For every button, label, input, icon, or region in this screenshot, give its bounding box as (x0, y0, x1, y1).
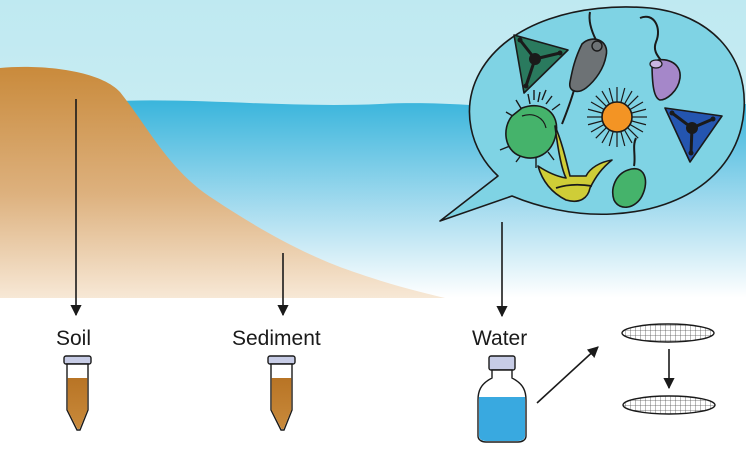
radiolarian-spine (608, 87, 614, 104)
sample-tube-icon (63, 355, 92, 431)
dinoflagellate-icon (537, 125, 613, 203)
radiolarian-spine (623, 90, 633, 106)
ciliate-icon (499, 89, 561, 168)
sediment-label: Sediment (232, 327, 321, 350)
radiolarian-spine (630, 120, 647, 126)
radiolarian-spine (623, 128, 633, 144)
ground-white (0, 298, 746, 450)
radiolarian-spine (630, 108, 647, 114)
filter-membrane-sample-icon (622, 395, 716, 415)
sample-tube-sediment-icon (267, 355, 296, 431)
water-label: Water (472, 327, 528, 350)
water-bottle-icon (477, 355, 527, 443)
amoeba-icon (561, 11, 608, 125)
filter-membrane-icon (621, 323, 715, 343)
diatom-blue-icon (664, 107, 723, 163)
radiolarian-spine (587, 120, 604, 126)
radiolarian-spine (590, 123, 606, 133)
radiolarian-spine (601, 128, 611, 144)
radiolarian-spine (595, 126, 608, 139)
filter-arrow (536, 346, 599, 404)
radiolarian-icon (587, 87, 647, 147)
soil-shore (0, 66, 445, 298)
radiolarian-spine (608, 130, 614, 147)
radiolarian-spine (620, 87, 626, 104)
radiolarian-spine (601, 90, 611, 106)
soil-label: Soil (56, 327, 92, 350)
radiolarian-spine (626, 126, 639, 139)
radiolarian-spine (628, 101, 644, 111)
flagellate-icon (639, 15, 681, 101)
radiolarian-spine (628, 123, 644, 133)
diatom-icon (513, 34, 569, 94)
radiolarian-spine (620, 130, 626, 147)
radiolarian-spine (587, 108, 604, 114)
radiolarian-spine (595, 95, 608, 108)
euglena-icon (612, 137, 647, 208)
radiolarian-spine (590, 101, 606, 111)
radiolarian-spine (626, 95, 639, 108)
